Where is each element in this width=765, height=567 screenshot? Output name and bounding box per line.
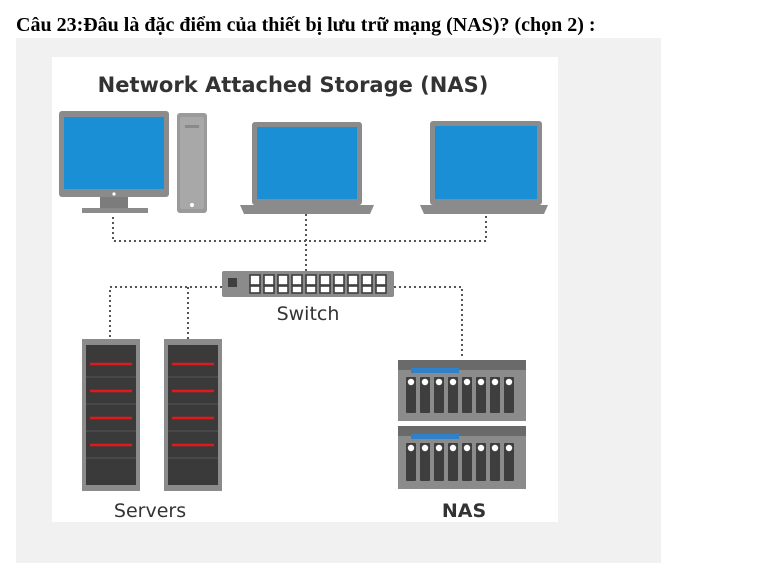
- servers-label: Servers: [114, 500, 186, 522]
- switch-label: Switch: [277, 303, 340, 325]
- network-switch-icon: [222, 271, 394, 297]
- laptop-icon: [240, 122, 374, 214]
- desktop-monitor-icon: [59, 111, 169, 213]
- nas-diagram: Network Attached Storage (NAS): [52, 57, 558, 522]
- nas-label: NAS: [442, 500, 486, 522]
- question-text: Câu 23:Đâu là đặc điểm của thiết bị lưu …: [16, 14, 596, 36]
- server-rack-icon: [164, 339, 222, 491]
- network-links: [109, 214, 487, 357]
- tower-pc-icon: [177, 113, 207, 213]
- laptop-icon: [420, 121, 548, 214]
- nas-unit-icon: [398, 360, 526, 421]
- diagram-title: Network Attached Storage (NAS): [98, 73, 489, 97]
- nas-unit-icon: [398, 426, 526, 489]
- server-rack-icon: [82, 339, 140, 491]
